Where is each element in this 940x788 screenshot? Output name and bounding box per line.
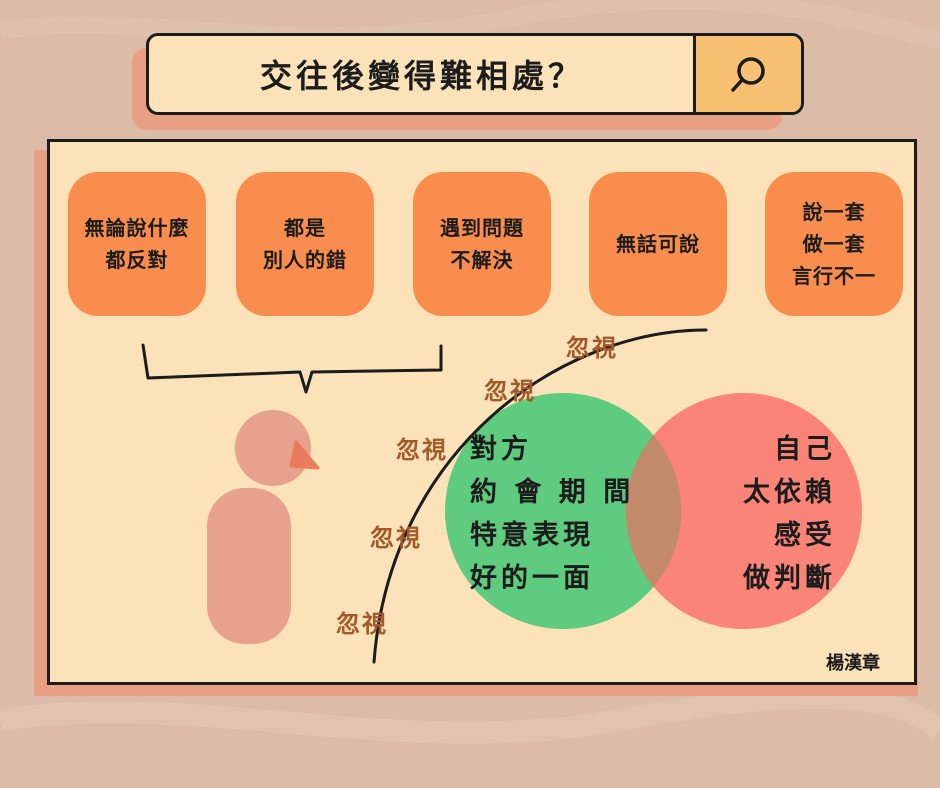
- search-bar[interactable]: 交往後變得難相處？: [146, 33, 804, 115]
- ignore-label: 忽視: [336, 610, 388, 638]
- bubble-avoid-problems: 遇到問題 不解決: [413, 172, 551, 316]
- search-button[interactable]: [693, 36, 801, 112]
- ignore-label: 忽視: [370, 524, 422, 552]
- venn-overlap: [625, 435, 682, 587]
- venn-right-circle: [626, 393, 862, 629]
- ignore-label: 忽視: [484, 377, 536, 405]
- venn-left-circle: [445, 393, 681, 629]
- ignore-label: 忽視: [566, 334, 618, 362]
- bubble-inconsistent: 說一套 做一套 言行不一: [765, 172, 903, 316]
- person-nose: [289, 440, 320, 470]
- search-query[interactable]: 交往後變得難相處？: [259, 57, 584, 95]
- ignore-arc: [372, 328, 708, 664]
- venn-right-text: 自己 太依賴 感受 做判斷: [743, 434, 836, 594]
- bubble-disagree: 無論說什麼 都反對: [68, 172, 206, 316]
- brace: [141, 343, 443, 394]
- person-body: [207, 488, 291, 644]
- author-signature: 楊漢章: [826, 653, 880, 674]
- bubble-nothing-to-say: 無話可說: [589, 172, 727, 316]
- ignore-label: 忽視: [396, 436, 448, 464]
- bubble-blame-others: 都是 別人的錯: [236, 172, 374, 316]
- venn-left-text: 對方 約 會 期 間 特意表現 好的一面: [470, 434, 635, 594]
- search-icon: [730, 57, 765, 92]
